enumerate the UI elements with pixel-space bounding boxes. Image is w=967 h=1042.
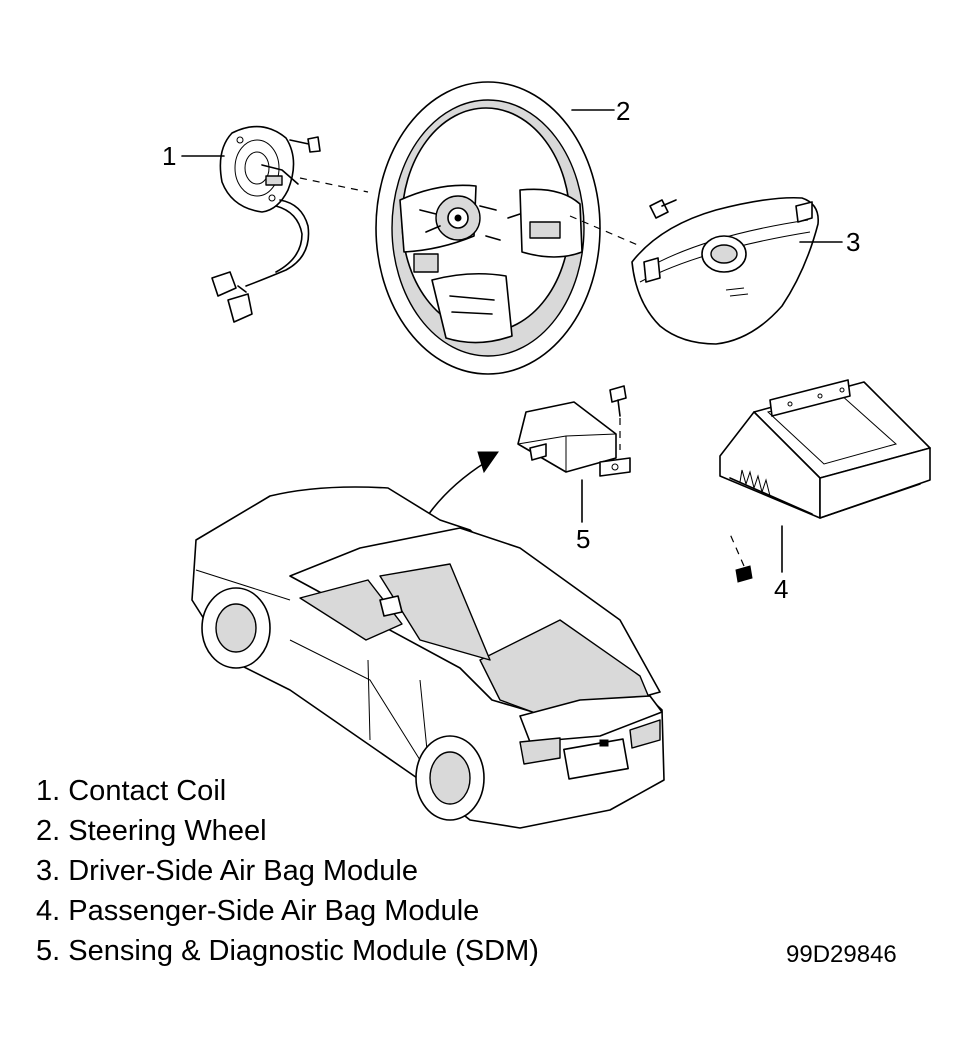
vehicle-illustration xyxy=(191,486,665,829)
sdm-illustration xyxy=(517,401,631,477)
callout-4: 4 xyxy=(774,574,788,604)
legend-item-contact-coil: 1. Contact Coil xyxy=(36,775,226,807)
legend: 1. Contact Coil 2. Steering Wheel 3. Dri… xyxy=(36,775,539,967)
steering-wheel-bolt xyxy=(649,199,677,219)
legend-item-driver-airbag: 3. Driver-Side Air Bag Module xyxy=(36,855,418,887)
legend-item-steering-wheel: 2. Steering Wheel xyxy=(36,815,267,847)
sdm-bolt xyxy=(609,385,627,417)
location-arrow-head xyxy=(477,451,499,474)
callout-2: 2 xyxy=(616,96,630,126)
legend-item-passenger-airbag: 4. Passenger-Side Air Bag Module xyxy=(36,895,479,927)
callout-1: 1 xyxy=(162,141,176,171)
legend-item-sdm: 5. Sensing & Diagnostic Module (SDM) xyxy=(36,935,539,967)
driver-airbag-module-illustration xyxy=(631,196,819,345)
contact-coil-illustration xyxy=(211,125,310,323)
callout-5: 5 xyxy=(576,524,590,554)
contact-coil-screw xyxy=(289,136,321,153)
steering-wheel-illustration xyxy=(375,81,601,375)
passenger-airbag-module-illustration xyxy=(719,379,931,519)
contact-coil-leader-dash xyxy=(299,177,369,193)
passenger-airbag-screw xyxy=(729,533,753,583)
callout-3: 3 xyxy=(846,227,860,257)
figure-code: 99D29846 xyxy=(786,941,897,968)
